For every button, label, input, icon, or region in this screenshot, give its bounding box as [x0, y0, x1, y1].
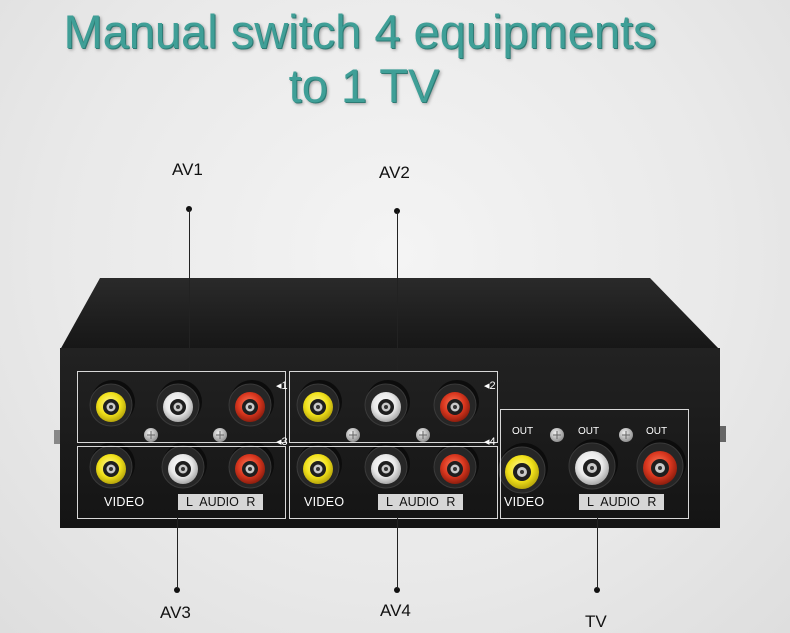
tv-out-audio-left-jack — [568, 439, 618, 490]
av2-video-jack — [296, 380, 342, 427]
tv-out-audio-right-jack — [636, 439, 686, 490]
av1-port-group — [77, 371, 286, 443]
screw-icon — [213, 428, 227, 442]
av1-audio-right-jack — [228, 380, 274, 427]
port-number-2: ◂2 — [484, 380, 496, 392]
title-line-2: to 1 TV — [288, 59, 440, 112]
screw-icon — [144, 428, 158, 442]
out-label-video: OUT — [512, 426, 534, 437]
av4-callout-line — [397, 517, 398, 589]
screw-icon — [619, 428, 633, 442]
av3-callout-dot — [174, 587, 180, 593]
av2-audio-left-jack — [364, 380, 410, 427]
av1-video-jack — [89, 380, 135, 427]
screw-icon — [346, 428, 360, 442]
port-number-1: ◂1 — [276, 380, 288, 392]
av1-callout-line — [189, 209, 190, 371]
video-label-av3: VIDEO — [104, 495, 145, 509]
av4-video-jack — [296, 442, 342, 489]
port-number-4: ◂4 — [484, 436, 496, 448]
av2-callout-line — [397, 211, 398, 371]
av3-audio-right-jack — [228, 442, 274, 489]
av1-label: AV1 — [172, 160, 203, 179]
av3-video-jack — [89, 442, 135, 489]
audio-label-av3: L AUDIO R — [178, 494, 264, 510]
video-label-av4: VIDEO — [304, 495, 345, 509]
av4-port-group — [289, 446, 498, 519]
av3-audio-left-jack — [161, 442, 207, 489]
tv-callout-line — [597, 517, 598, 589]
av1-audio-left-jack — [156, 380, 202, 427]
av4-audio-left-jack — [364, 442, 410, 489]
out-label-left: OUT — [578, 426, 600, 437]
av2-port-group — [289, 371, 498, 443]
audio-label-av4: L AUDIO R — [378, 494, 464, 510]
tv-callout-dot — [594, 587, 600, 593]
av3-port-group — [77, 446, 286, 519]
screw-icon — [550, 428, 564, 442]
tv-label: TV — [585, 612, 607, 631]
av2-label: AV2 — [379, 163, 410, 182]
title-line-1: Manual switch 4 equipments — [63, 5, 657, 58]
tv-out-video-jack — [498, 443, 548, 494]
screw-icon — [416, 428, 430, 442]
av2-audio-right-jack — [433, 380, 479, 427]
av4-label: AV4 — [380, 601, 411, 620]
out-label-right: OUT — [646, 426, 668, 437]
audio-label-tv: L AUDIO R — [579, 494, 665, 510]
av3-label: AV3 — [160, 603, 191, 622]
av4-callout-dot — [394, 587, 400, 593]
av3-callout-line — [177, 517, 178, 589]
port-number-3: ◂3 — [276, 436, 288, 448]
tv-output-group — [500, 409, 689, 519]
video-label-tv: VIDEO — [504, 495, 545, 509]
